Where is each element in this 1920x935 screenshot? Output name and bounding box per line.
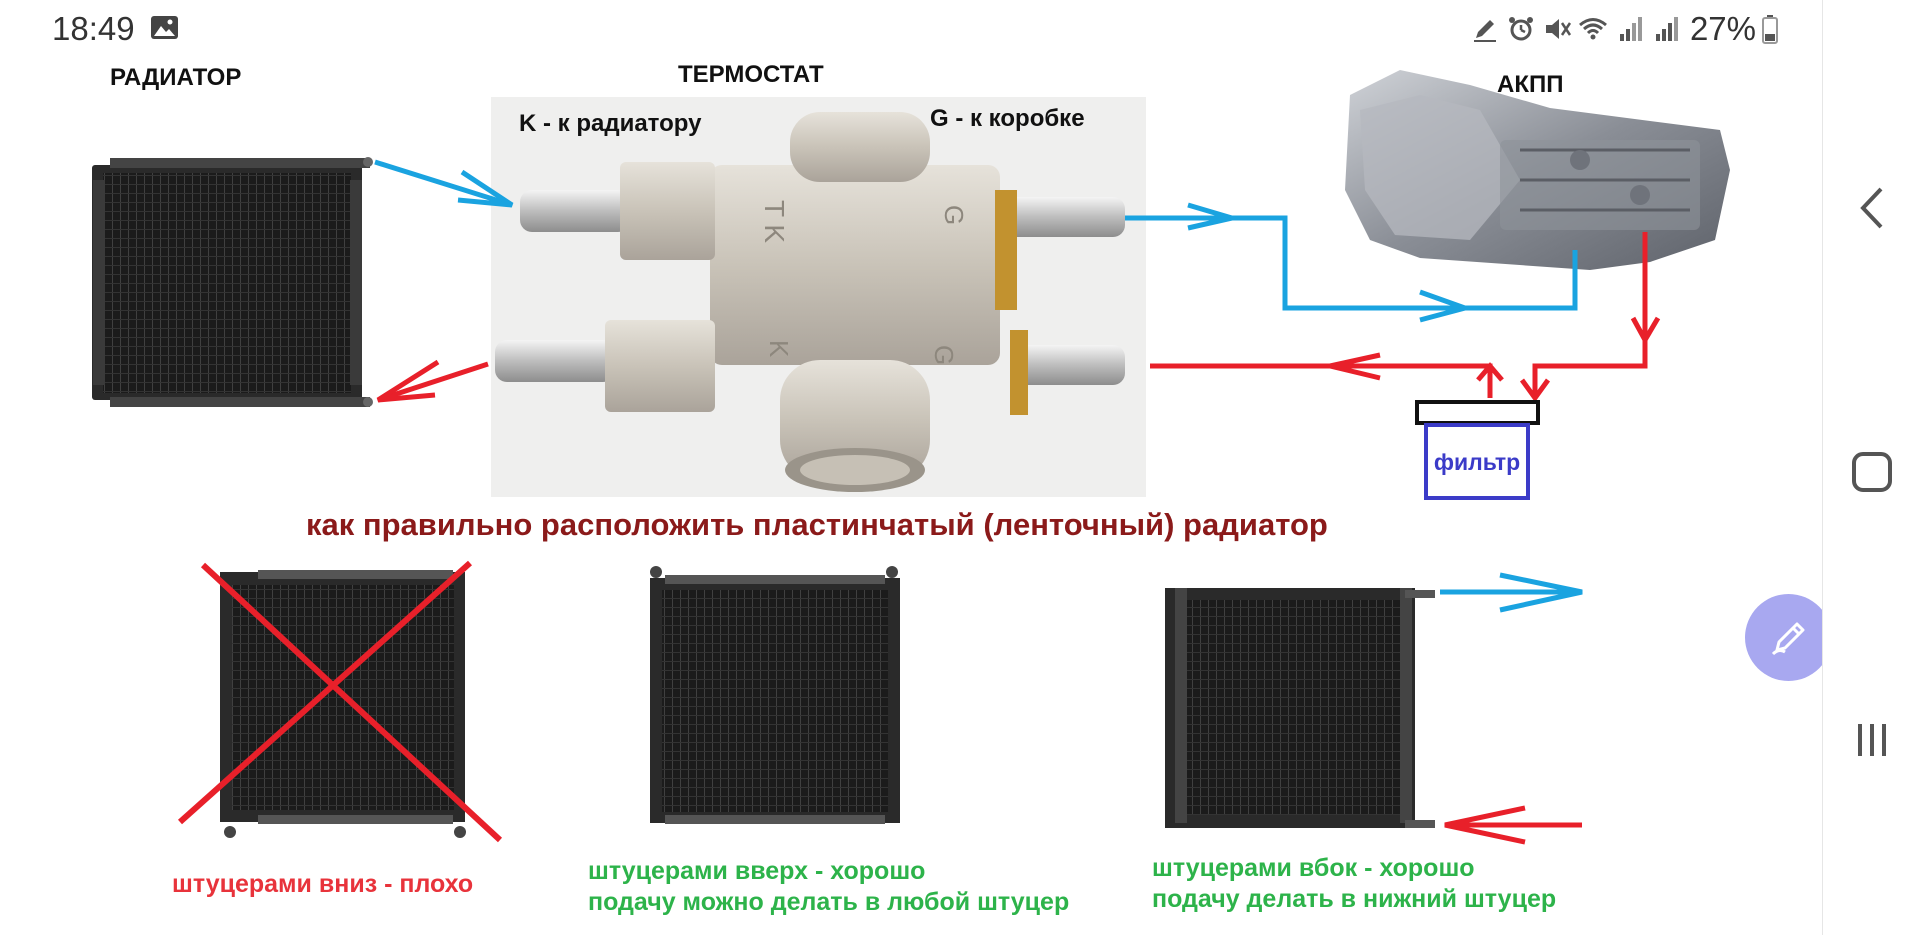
home-square-icon <box>1852 452 1892 492</box>
status-icons: 27% <box>1470 10 1778 47</box>
battery-percent: 27% <box>1689 10 1756 47</box>
thermostat-photo: T K G K G <box>491 97 1146 497</box>
svg-text:K: K <box>764 340 794 358</box>
main-title: как правильно расположить пластинчатый (… <box>306 507 1328 542</box>
good-up-caption-line2: подачу можно делать в любой штуцер <box>588 888 1070 916</box>
back-button[interactable] <box>1823 168 1920 248</box>
edit-pen-icon <box>1771 622 1804 655</box>
radiator-label: РАДИАТОР <box>110 64 242 91</box>
flow-lines <box>374 159 1661 403</box>
recents-icon <box>1858 724 1886 756</box>
svg-text:G: G <box>929 345 959 365</box>
chevron-left-icon <box>1860 187 1883 229</box>
alarm-icon <box>1508 17 1533 41</box>
battery-icon <box>1762 15 1778 44</box>
edit-button[interactable] <box>1745 594 1832 681</box>
good-up-caption: штуцерами вверх - хорошо подачу можно де… <box>588 856 1069 918</box>
radiator-bad <box>178 560 503 843</box>
good-up-caption-line1: штуцерами вверх - хорошо <box>588 857 926 885</box>
navigation-bar <box>1822 0 1920 935</box>
good-side-caption-line1: штуцерами вбок - хорошо <box>1152 854 1475 882</box>
wifi-icon <box>1578 18 1607 40</box>
signal-icon <box>1619 17 1642 41</box>
port-g-label: G - к коробке <box>930 105 1085 132</box>
svg-text:G: G <box>939 205 969 225</box>
bad-caption: штуцерами вниз - плохо <box>172 870 474 898</box>
thermostat-label: ТЕРМОСТАТ <box>678 61 824 88</box>
gallery-icon <box>151 16 178 39</box>
radiator-good-up <box>650 566 900 824</box>
diagram-artwork: T K G K G <box>92 70 1730 845</box>
recents-button[interactable] <box>1823 700 1920 780</box>
filter-label: фильтр <box>1433 449 1521 475</box>
transmission-image <box>1345 70 1730 270</box>
port-k-label: K - к радиатору <box>519 110 702 137</box>
good-side-caption-line2: подачу делать в нижний штуцер <box>1152 885 1557 913</box>
edit-notify-icon <box>1473 20 1496 42</box>
svg-text:T K: T K <box>759 200 790 243</box>
transmission-label: АКПП <box>1497 71 1564 98</box>
filter-cap <box>1415 400 1540 425</box>
signal-icon <box>1655 17 1678 41</box>
status-bar: 18:49 27% <box>0 0 1820 56</box>
mute-icon <box>1545 19 1571 39</box>
status-time: 18:49 <box>52 10 135 47</box>
radiator-top-left <box>92 157 373 407</box>
radiator-good-side <box>1165 572 1583 845</box>
filter-box <box>1424 423 1530 500</box>
good-side-caption: штуцерами вбок - хорошо подачу делать в … <box>1152 853 1556 915</box>
home-button[interactable] <box>1823 432 1920 512</box>
